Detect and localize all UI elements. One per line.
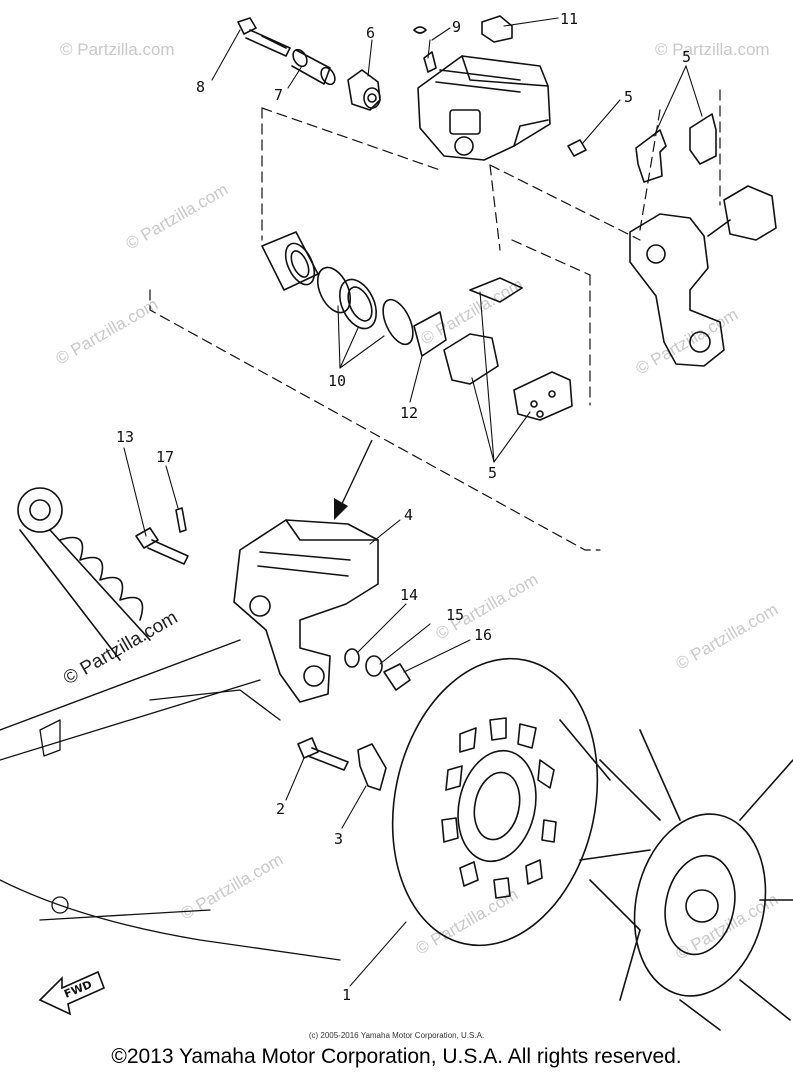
watermark-dark: © Partzilla.com (60, 607, 181, 689)
washer (344, 648, 411, 691)
callout-13: 13 (116, 428, 134, 446)
caliper-bracket-upper (629, 185, 777, 367)
watermark: © Partzilla.com (633, 305, 742, 379)
watermark: © Partzilla.com (413, 885, 522, 959)
callout-3: 3 (334, 830, 343, 848)
piston-seal-kit (316, 266, 414, 346)
brake-pad (443, 277, 573, 421)
callout-9: 9 (452, 18, 461, 36)
bleed-cap (481, 15, 513, 43)
caliper-assembly (233, 519, 379, 703)
callout-4: 4 (404, 506, 413, 524)
callout-10: 10 (328, 372, 346, 390)
caliper-assembly-upper (417, 55, 551, 161)
callout-11: 11 (560, 10, 578, 28)
callout-5: 5 (682, 48, 691, 66)
watermark: © Partzilla.com (53, 295, 162, 369)
callout-17: 17 (156, 448, 174, 466)
callout-5: 5 (488, 464, 497, 482)
callout-15: 15 (446, 606, 464, 624)
pad-shim (413, 311, 447, 357)
pad-pin-screw (567, 139, 587, 157)
callout-8: 8 (196, 78, 205, 96)
watermark: © Partzilla.com (123, 180, 232, 254)
bleed-screw (413, 26, 437, 73)
pad-clip (635, 113, 717, 183)
callout-12: 12 (400, 404, 418, 422)
footer-copyright: ©2013 Yamaha Motor Corporation, U.S.A. A… (111, 1045, 682, 1068)
watermark: © Partzilla.com (178, 850, 287, 924)
rear-wheel-hub (559, 719, 793, 1031)
callout-14: 14 (400, 586, 418, 604)
diagram-copyright: (c) 2005-2016 Yamaha Motor Corporation, … (308, 1031, 485, 1040)
rubber-boot (347, 69, 381, 111)
cotter-pin (175, 507, 187, 533)
callout-1: 1 (342, 986, 351, 1004)
callout-5: 5 (624, 88, 633, 106)
callout-16: 16 (474, 626, 492, 644)
callout-leaders (123, 17, 703, 987)
forward-arrow-icon: FWD (38, 970, 106, 1016)
caliper-bolt (135, 527, 189, 565)
lock-plate (357, 743, 387, 791)
mount-bolt (297, 737, 349, 771)
callout-7: 7 (274, 86, 283, 104)
piston (261, 231, 319, 291)
shock-absorber (17, 487, 151, 661)
watermark: © Partzilla.com (60, 40, 175, 59)
watermark-layer: © Partzilla.com © Partzilla.com © Partzi… (53, 40, 782, 963)
watermark: © Partzilla.com (655, 40, 770, 59)
assembly-arrow (334, 439, 373, 520)
watermark: © Partzilla.com (673, 600, 782, 674)
sleeve (291, 48, 336, 86)
callout-labels: 8 7 6 9 11 5 5 10 12 5 13 17 4 14 15 16 … (116, 10, 691, 1004)
watermark: © Partzilla.com (418, 275, 527, 349)
callout-6: 6 (366, 24, 375, 42)
bolt (237, 17, 291, 57)
brake-disc (391, 657, 599, 947)
callout-2: 2 (276, 800, 285, 818)
exploded-view-guides (149, 89, 721, 551)
swingarm (0, 639, 341, 961)
